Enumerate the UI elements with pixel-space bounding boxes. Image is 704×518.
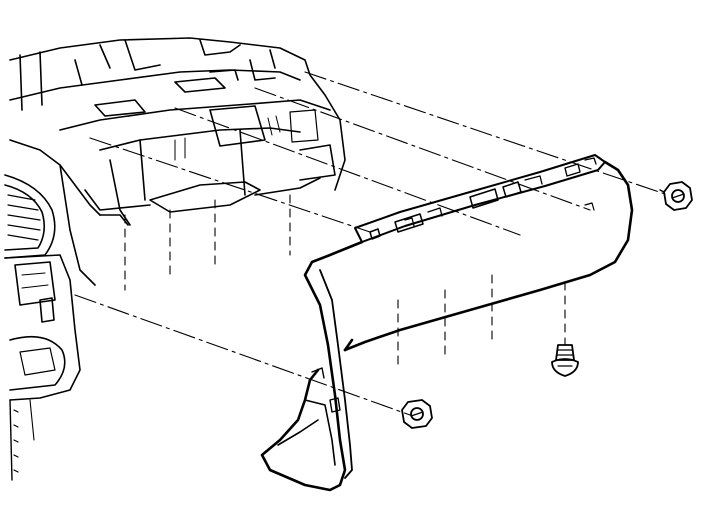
knee-bolster-panel (260, 154, 634, 492)
instrument-panel-carrier (9, 37, 346, 286)
left-lower-bezel (4, 254, 81, 481)
left-side-vent (4, 174, 56, 259)
vertical-drop-lines (124, 194, 566, 371)
alignment-guides (74, 71, 669, 416)
fastener-screw-bottom (551, 344, 579, 377)
fastener-nut-left (401, 399, 433, 429)
guide-line-fastener-left (74, 294, 411, 416)
guide-line-fastener-right (304, 71, 669, 196)
fastener-nut-right (659, 181, 693, 211)
